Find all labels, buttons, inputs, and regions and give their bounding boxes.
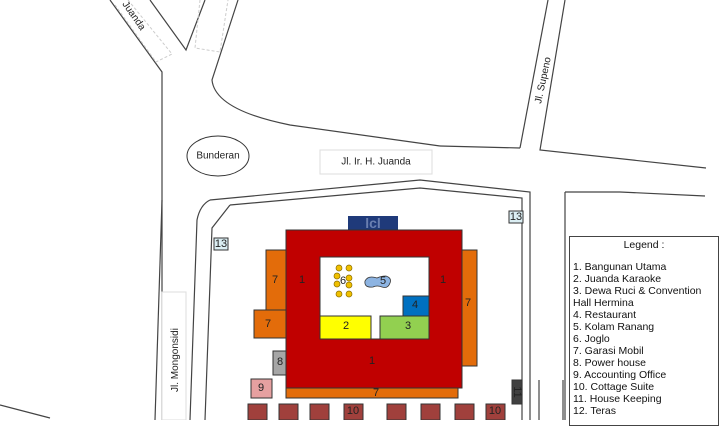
joglo-column — [333, 272, 341, 280]
cottage-label-b: 10 — [489, 405, 501, 417]
joglo — [333, 264, 353, 298]
garage-left-top-label: 7 — [272, 274, 278, 286]
legend-item: 10. Cottage Suite — [573, 381, 655, 393]
garage-right-label: 7 — [465, 297, 471, 309]
main-building-label-right: 1 — [440, 274, 446, 286]
cottages — [247, 403, 506, 420]
main-building-label-left: 1 — [299, 274, 305, 286]
housekeeping — [511, 379, 523, 405]
joglo-column — [345, 281, 353, 289]
roads — [0, 0, 707, 420]
cottage — [278, 403, 299, 420]
cottage — [454, 403, 475, 420]
juanda-label-box — [114, 0, 173, 63]
legend-item: 2. Juanda Karaoke — [573, 273, 662, 285]
joglo-column — [335, 264, 343, 272]
legend-title: Legend : — [623, 239, 665, 251]
pond — [364, 275, 391, 288]
restaurant — [402, 295, 430, 317]
accounting-office — [250, 378, 273, 399]
marker-13-left-label: 13 — [215, 238, 227, 250]
legend-item: 8. Power house — [573, 357, 646, 369]
joglo-column — [345, 274, 353, 282]
power-house — [272, 350, 287, 376]
cottage — [309, 403, 330, 420]
garage-bottom-label: 7 — [373, 387, 379, 399]
legend-item: 3. Dewa Ruci & Convention — [573, 285, 702, 297]
legend-panel: Legend : 1. Bangunan Utama 2. Juanda Kar… — [569, 236, 719, 426]
convention-label: 3 — [405, 320, 411, 332]
karaoke-building — [319, 315, 372, 340]
street-label-box-juanda — [319, 149, 433, 175]
site-inner-top — [229, 187, 523, 420]
roundabout-label: Bunderan — [196, 151, 239, 162]
road-edge-site-top — [209, 179, 531, 420]
joglo-label: 6 — [340, 275, 346, 287]
road-edge-juanda-left — [109, 0, 163, 420]
road-edge-southwest — [0, 404, 51, 419]
cottage-label-a: 10 — [347, 405, 359, 417]
road-edge-site-left — [189, 199, 211, 420]
road-edge-north — [211, 0, 441, 147]
street-label-juanda: Juanda — [120, 0, 148, 33]
road-edge-juanda-north — [439, 145, 521, 149]
legend-item: 7. Garasi Mobil — [573, 345, 644, 357]
cottage — [343, 403, 364, 420]
watermark-block — [348, 216, 398, 230]
restaurant-label: 4 — [412, 299, 418, 311]
karaoke-label: 2 — [343, 320, 349, 332]
roundabout — [186, 135, 250, 177]
legend-item: 6. Joglo — [573, 333, 610, 345]
garage-left-bottom — [253, 309, 287, 339]
road-edge-supeno-left — [519, 0, 549, 149]
road-edge-east-top — [565, 191, 706, 197]
garage-left-bottom-label: 7 — [265, 318, 271, 330]
cottage — [247, 403, 268, 420]
accounting-label: 9 — [258, 382, 264, 394]
street-label-ir-h-juanda: Jl. Ir. H. Juanda — [341, 157, 411, 168]
joglo-column — [345, 290, 353, 298]
road-edge-mongonsidi — [154, 199, 163, 420]
street-label-box-mongonsidi — [161, 291, 187, 420]
cottage — [386, 403, 407, 420]
marker-13-left — [213, 237, 229, 251]
legend-item: Hall Hermina — [573, 297, 634, 309]
main-building-label-bottom: 1 — [369, 355, 375, 367]
site-inner-left — [204, 204, 231, 420]
marker-13-right-label: 13 — [510, 211, 522, 223]
watermark-text: lcl — [365, 215, 381, 231]
juanda-median — [194, 0, 229, 53]
legend-item: 1. Bangunan Utama — [573, 261, 667, 273]
legend-item: 9. Accounting Office — [573, 369, 667, 381]
legend-item: 5. Kolam Ranang — [573, 321, 655, 333]
joglo-column — [333, 280, 341, 288]
legend-item: 12. Teras — [573, 405, 616, 417]
road-edge-supeno-right — [539, 0, 707, 169]
cottage — [420, 403, 441, 420]
road-edge-juanda-v — [149, 0, 206, 52]
housekeeping-label: 11 — [511, 386, 523, 397]
pond-label: 5 — [380, 275, 386, 287]
power-house-label: 8 — [277, 356, 283, 368]
legend-item: 4. Restaurant — [573, 309, 637, 321]
cottage — [485, 403, 506, 420]
street-label-mongonsidi: Jl. Mongonsidi — [170, 328, 181, 392]
joglo-column — [345, 264, 353, 272]
joglo-column — [335, 290, 343, 298]
legend-item: 11. House Keeping — [573, 393, 662, 405]
marker-13-right — [508, 210, 524, 224]
